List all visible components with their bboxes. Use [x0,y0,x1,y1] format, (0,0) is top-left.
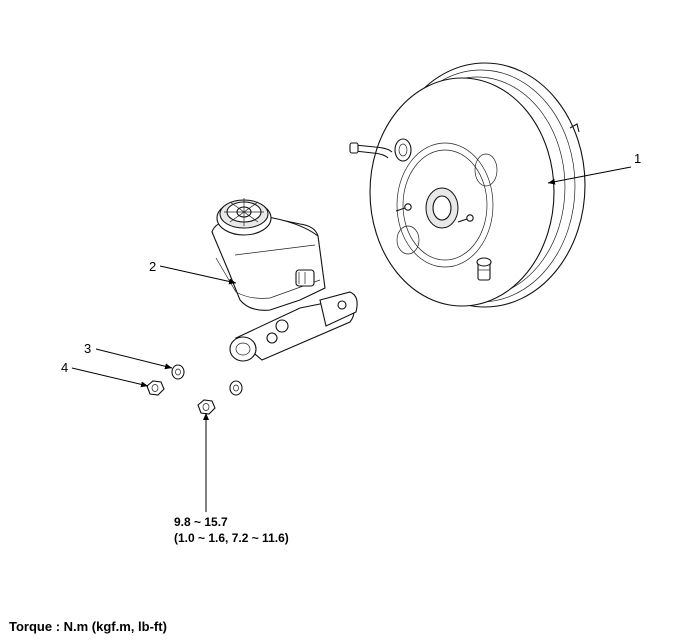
mounting-nut [197,399,216,415]
torque-spec: 9.8 ~ 15.7 (1.0 ~ 1.6, 7.2 ~ 11.6) [174,514,289,546]
callout-3: 3 [84,341,91,356]
brake-booster [349,62,586,308]
leader-line-3 [95,348,173,370]
torque-units-legend: Torque : N.m (kgf.m, lb-ft) [9,619,167,634]
washer-3 [171,364,185,380]
leader-line-1 [547,166,632,185]
callout-2: 2 [149,259,156,274]
master-cylinder [211,198,358,362]
torque-value-alt: (1.0 ~ 1.6, 7.2 ~ 11.6) [174,531,289,545]
leader-line-2 [159,265,237,285]
callout-1: 1 [634,151,641,166]
callout-4: 4 [61,360,68,375]
torque-value-nm: 9.8 ~ 15.7 [174,515,228,529]
washer [229,380,243,396]
leader-line-4 [71,367,149,388]
nut-4 [146,380,165,396]
